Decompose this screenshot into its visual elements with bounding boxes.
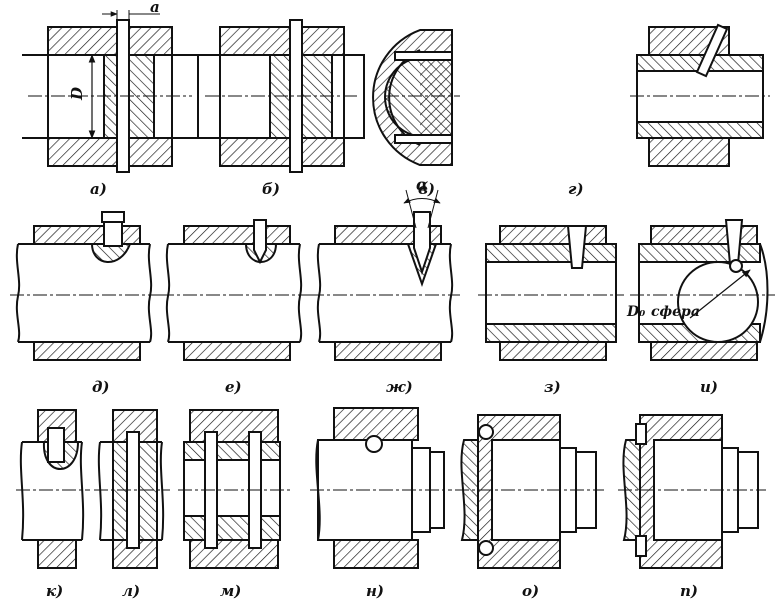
figure-b-transverse-pin [198, 19, 365, 173]
caption-v: в) [418, 180, 435, 198]
caption-o: о) [522, 582, 539, 600]
caption-m: м) [220, 582, 241, 600]
figure-z-hollow-screw [478, 225, 624, 361]
figure-m-two-pins [178, 409, 290, 569]
figure-i-ball-lock [630, 219, 775, 361]
figure-v-spherical [372, 29, 460, 166]
caption-d: д) [92, 378, 110, 396]
figure-g-hollow-pin [630, 23, 770, 167]
caption-a: а) [90, 180, 107, 198]
sphere-word-label: сфера [651, 304, 700, 320]
figure-zh-cone-screw [310, 189, 460, 361]
caption-n: н) [366, 582, 384, 600]
figure-e-screw [160, 219, 310, 361]
figure-p-screws-nut [618, 414, 766, 569]
figure-o-ball-nut [455, 414, 604, 569]
caption-z: з) [544, 378, 561, 396]
caption-p: п) [680, 582, 698, 600]
caption-k: к) [46, 582, 63, 600]
figure-k-stud [16, 409, 90, 569]
figure-a-transverse-pin [22, 10, 199, 173]
figure-d-screw [10, 211, 160, 361]
gap-dimension-label: a [150, 0, 160, 16]
caption-i: и) [700, 378, 718, 396]
angle-label: α [416, 175, 428, 194]
sphere-d0-label: D₀ [626, 304, 645, 320]
caption-zh: ж) [386, 378, 413, 396]
diameter-label: D [68, 87, 86, 101]
caption-e: е) [225, 378, 242, 396]
figure-n-ball-nut [310, 407, 452, 569]
caption-g: г) [568, 180, 584, 198]
caption-l: л) [122, 582, 140, 600]
figure-l-pin [94, 409, 170, 569]
caption-b: б) [262, 180, 280, 198]
